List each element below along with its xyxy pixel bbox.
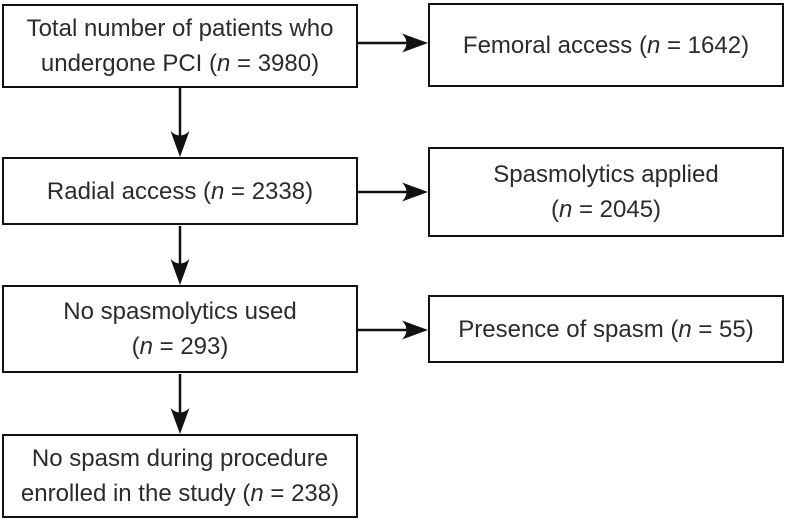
italic-n: n	[646, 31, 661, 59]
box-line: Femoral access (n = 1642)	[462, 31, 750, 59]
box-presence-of-spasm: Presence of spasm (n = 55)	[428, 295, 784, 363]
italic-n: n	[678, 315, 692, 343]
arrow-radial-to-no-spasmolytics	[170, 226, 190, 285]
italic-n: n	[558, 196, 573, 223]
italic-n: n	[250, 480, 264, 507]
italic-n: n	[139, 333, 153, 360]
box-no-spasmolytics: No spasmolytics used (n = 293)	[2, 285, 358, 373]
box-line: Presence of spasm (n = 55)	[458, 315, 754, 343]
box-enrolled-in-study: No spasm during procedure enrolled in th…	[2, 434, 358, 518]
box-line: No spasm during procedure	[31, 445, 329, 472]
box-line: No spasmolytics used	[63, 298, 297, 325]
arrow-radial-to-spasmolytics	[358, 182, 428, 202]
arrow-no-spasmolytics-to-enrolled	[170, 374, 190, 434]
arrow-total-to-femoral	[358, 33, 428, 53]
box-line: (n = 2045)	[550, 196, 662, 223]
box-line: enrolled in the study (n = 238)	[20, 480, 340, 507]
box-total-pci: Total number of patients who undergone P…	[2, 4, 358, 88]
arrow-no-spasmolytics-to-spasm	[358, 320, 428, 340]
italic-n: n	[210, 177, 225, 205]
box-line: Radial access (n = 2338)	[46, 177, 314, 205]
box-line: Spasmolytics applied	[493, 161, 719, 188]
box-radial-access: Radial access (n = 2338)	[2, 157, 358, 225]
arrow-total-to-radial	[170, 88, 190, 157]
box-line: undergone PCI (n = 3980)	[40, 50, 320, 77]
box-femoral-access: Femoral access (n = 1642)	[428, 3, 784, 87]
box-spasmolytics-applied: Spasmolytics applied (n = 2045)	[428, 147, 784, 237]
italic-n: n	[217, 50, 231, 77]
box-line: Total number of patients who	[26, 15, 334, 42]
box-line: (n = 293)	[131, 333, 229, 360]
